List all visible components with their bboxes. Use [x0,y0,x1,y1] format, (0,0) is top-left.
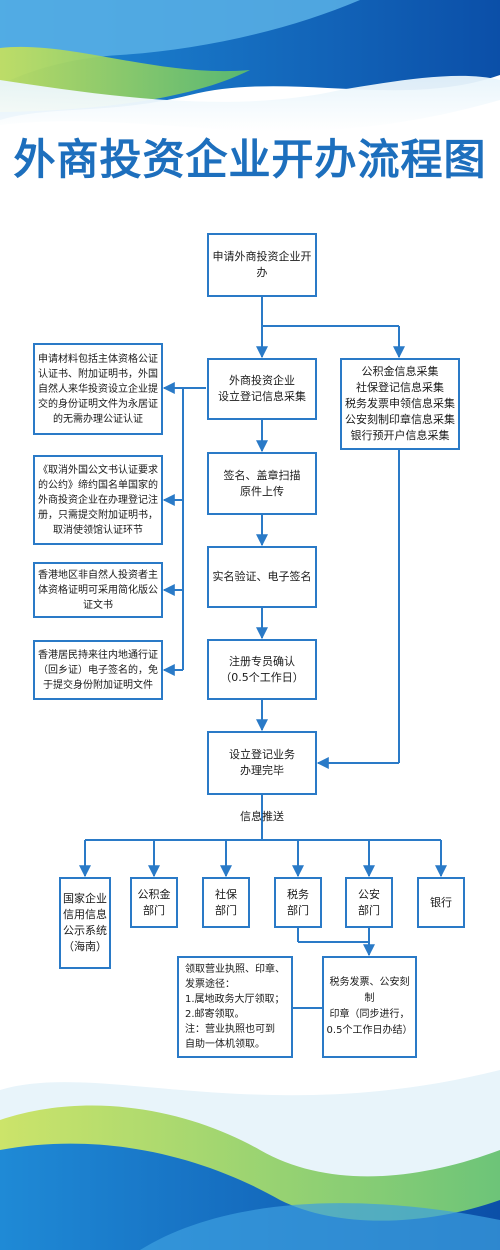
step-sign-upload: 签名、盖章扫描 原件上传 [207,452,317,515]
dept-tax: 税务 部门 [274,877,322,928]
note-apostille: 《取消外国公文书认证要求的公约》缔约国名单国家的外商投资企业在办理登记注册，只需… [33,455,163,545]
dept-police: 公安 部门 [345,877,393,928]
tax-police-process: 税务发票、公安刻制 印章（同步进行， 0.5个工作日办结） [322,956,417,1058]
step-registration-complete: 设立登记业务 办理完毕 [207,731,317,795]
step-info-collection: 外商投资企业 设立登记信息采集 [207,358,317,420]
page-title: 外商投资企业开办流程图 [13,135,487,184]
dept-housing-fund: 公积金 部门 [130,877,178,928]
step-registrar-confirm: 注册专员确认 （0.5个工作日） [207,639,317,700]
info-push-label: 信息推送 [240,810,284,823]
parallel-info-collection: 公积金信息采集 社保登记信息采集 税务发票申领信息采集 公安刻制印章信息采集 银… [340,358,460,450]
dept-social-security: 社保 部门 [202,877,250,928]
note-hongkong-entity: 香港地区非自然人投资者主体资格证明可采用简化版公证文书 [33,562,163,618]
step-apply: 申请外商投资企业开办 [207,233,317,297]
step-realname-verify: 实名验证、电子签名 [207,546,317,608]
note-hongkong-resident: 香港居民持来往内地通行证（回乡证）电子签名的，免于提交身份附加证明文件 [33,640,163,700]
dept-credit-system: 国家企业 信用信息 公示系统 （海南） [59,877,111,969]
note-materials: 申请材料包括主体资格公证认证书、附加证明书，外国自然人来华投资设立企业提交的身份… [33,343,163,435]
pickup-methods: 领取营业执照、印章、 发票途径： 1.属地政务大厅领取； 2.邮寄领取。 注：营… [177,956,293,1058]
dept-bank: 银行 [417,877,465,928]
